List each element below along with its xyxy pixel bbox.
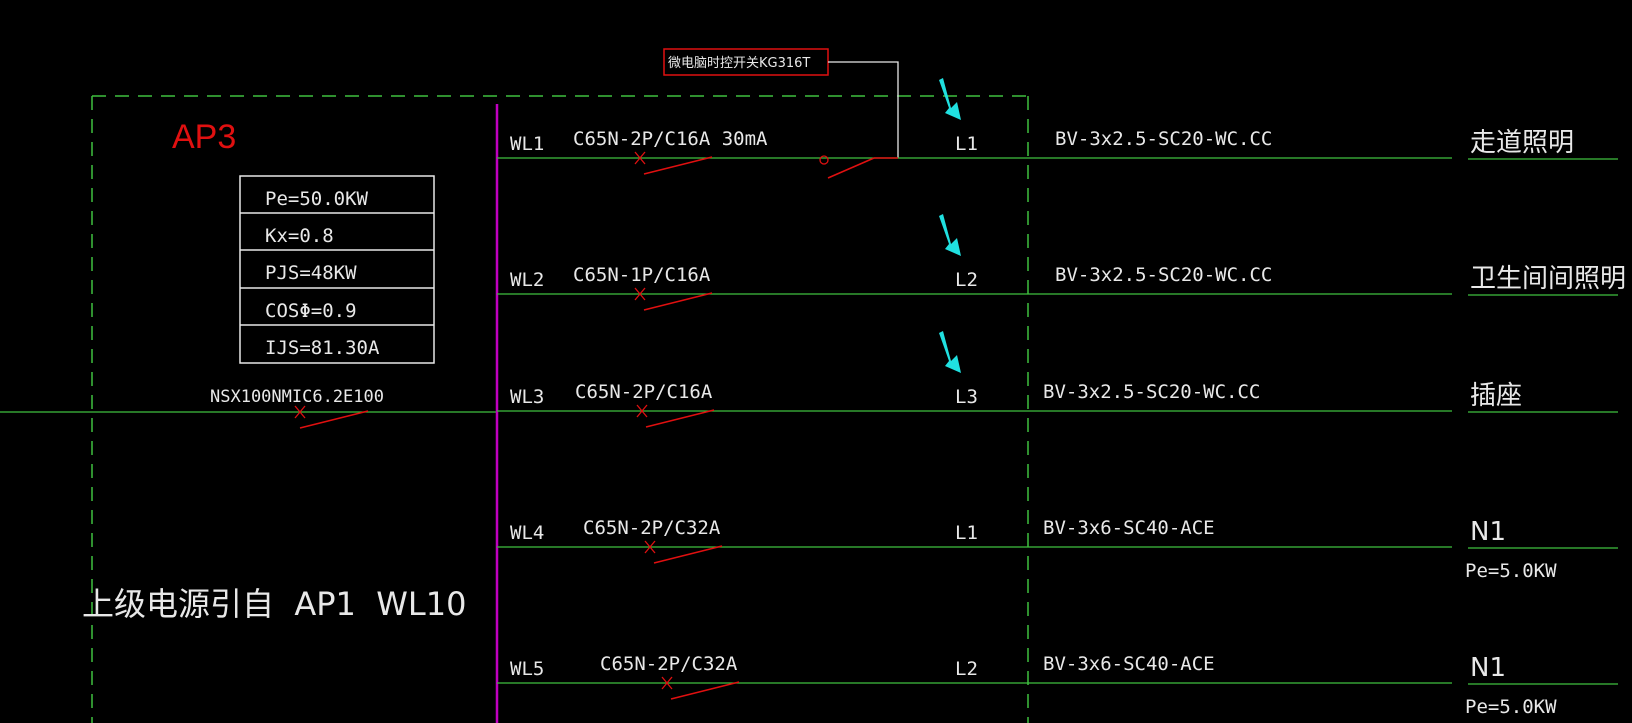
phase-label: L3 — [955, 386, 978, 408]
param-cos: COSΦ=0.9 — [265, 300, 357, 322]
incoming-feeder: NSX100NMIC6.2E100 — [0, 387, 497, 429]
breaker-cross — [661, 676, 673, 690]
pointer-arrow-icon — [939, 214, 961, 256]
panel-name: AP3 — [172, 118, 236, 156]
cable-spec: BV-3x6-SC40-ACE — [1043, 653, 1215, 675]
breaker-cross — [644, 540, 656, 554]
param-pe: Pe=50.0KW — [265, 188, 369, 210]
load-power: Pe=5.0KW — [1465, 696, 1557, 718]
phase-label: L1 — [955, 133, 978, 155]
circuit-row-wl1: WL1 C65N-2P/C16A 30mA L1 BV-3x2.5-SC20-WC.C… — [497, 78, 1618, 179]
time-switch-blade — [827, 157, 875, 179]
circuit-id: WL2 — [510, 269, 544, 291]
breaker-blade — [645, 409, 715, 428]
phase-label: L1 — [955, 522, 978, 544]
breaker-cross — [634, 151, 646, 165]
breaker-blade — [643, 156, 713, 175]
incoming-breaker-label: NSX100NMIC6.2E100 — [210, 387, 384, 407]
pointer-arrow-icon — [939, 78, 961, 120]
param-ijs: IJS=81.30A — [265, 337, 380, 359]
breaker-model: C65N-2P/C32A — [600, 653, 738, 675]
cable-spec: BV-3x6-SC40-ACE — [1043, 517, 1215, 539]
circuit-id: WL4 — [510, 522, 544, 544]
breaker-blade — [643, 292, 713, 311]
breaker-blade — [653, 545, 723, 564]
breaker-model: C65N-1P/C16A — [573, 264, 711, 286]
load-name: N1 — [1470, 517, 1506, 547]
supply-source-label: 上级电源引自 AP1 WL10 — [82, 585, 466, 623]
breaker-model: C65N-2P/C16A 30mA — [573, 128, 768, 150]
circuit-row-wl3: WL3 C65N-2P/C16A L3 BV-3x2.5-SC20-WC.CC 插座 — [497, 331, 1618, 428]
circuit-row-wl2: WL2 C65N-1P/C16A L2 BV-3x2.5-SC20-WC.CC 卫生间间… — [497, 214, 1626, 311]
callout-text: 微电脑时控开关KG316T — [668, 56, 810, 71]
circuit-id: WL1 — [510, 133, 544, 155]
circuit-row-wl4: WL4 C65N-2P/C32A L1 BV-3x6-SC40-ACE N1Pe=5.0… — [497, 517, 1618, 582]
time-switch-contact — [819, 155, 829, 165]
circuit-id: WL3 — [510, 386, 544, 408]
load-name: 卫生间间照明 — [1470, 264, 1626, 294]
param-kx: Kx=0.8 — [265, 225, 334, 247]
phase-label: L2 — [955, 269, 978, 291]
cable-spec: BV-3x2.5-SC20-WC.CC — [1055, 264, 1272, 286]
phase-label: L2 — [955, 658, 978, 680]
circuit-id: WL5 — [510, 658, 544, 680]
breaker-model: C65N-2P/C16A — [575, 381, 713, 403]
load-name: N1 — [1470, 653, 1506, 683]
param-pjs: PJS=48KW — [265, 262, 357, 284]
cable-spec: BV-3x2.5-SC20-WC.CC — [1055, 128, 1272, 150]
cable-spec: BV-3x2.5-SC20-WC.CC — [1043, 381, 1260, 403]
panel-params-table: Pe=50.0KW Kx=0.8 PJS=48KW COSΦ=0.9 IJS=8… — [239, 175, 435, 364]
breaker-model: C65N-2P/C32A — [583, 517, 721, 539]
breaker-blade — [670, 681, 740, 700]
incoming-breaker-symbol — [294, 405, 369, 429]
pointer-arrow-icon — [939, 331, 961, 373]
load-name: 插座 — [1470, 381, 1522, 411]
load-name: 走道照明 — [1470, 128, 1574, 158]
load-power: Pe=5.0KW — [1465, 560, 1557, 582]
circuit-row-wl5: WL5 C65N-2P/C32A L2 BV-3x6-SC40-ACE N1Pe=5.0… — [497, 653, 1618, 718]
breaker-cross — [636, 404, 648, 418]
time-switch-callout: 微电脑时控开关KG316T — [663, 48, 899, 158]
panel-dashed-frame — [91, 95, 1029, 723]
breaker-cross — [634, 287, 646, 301]
